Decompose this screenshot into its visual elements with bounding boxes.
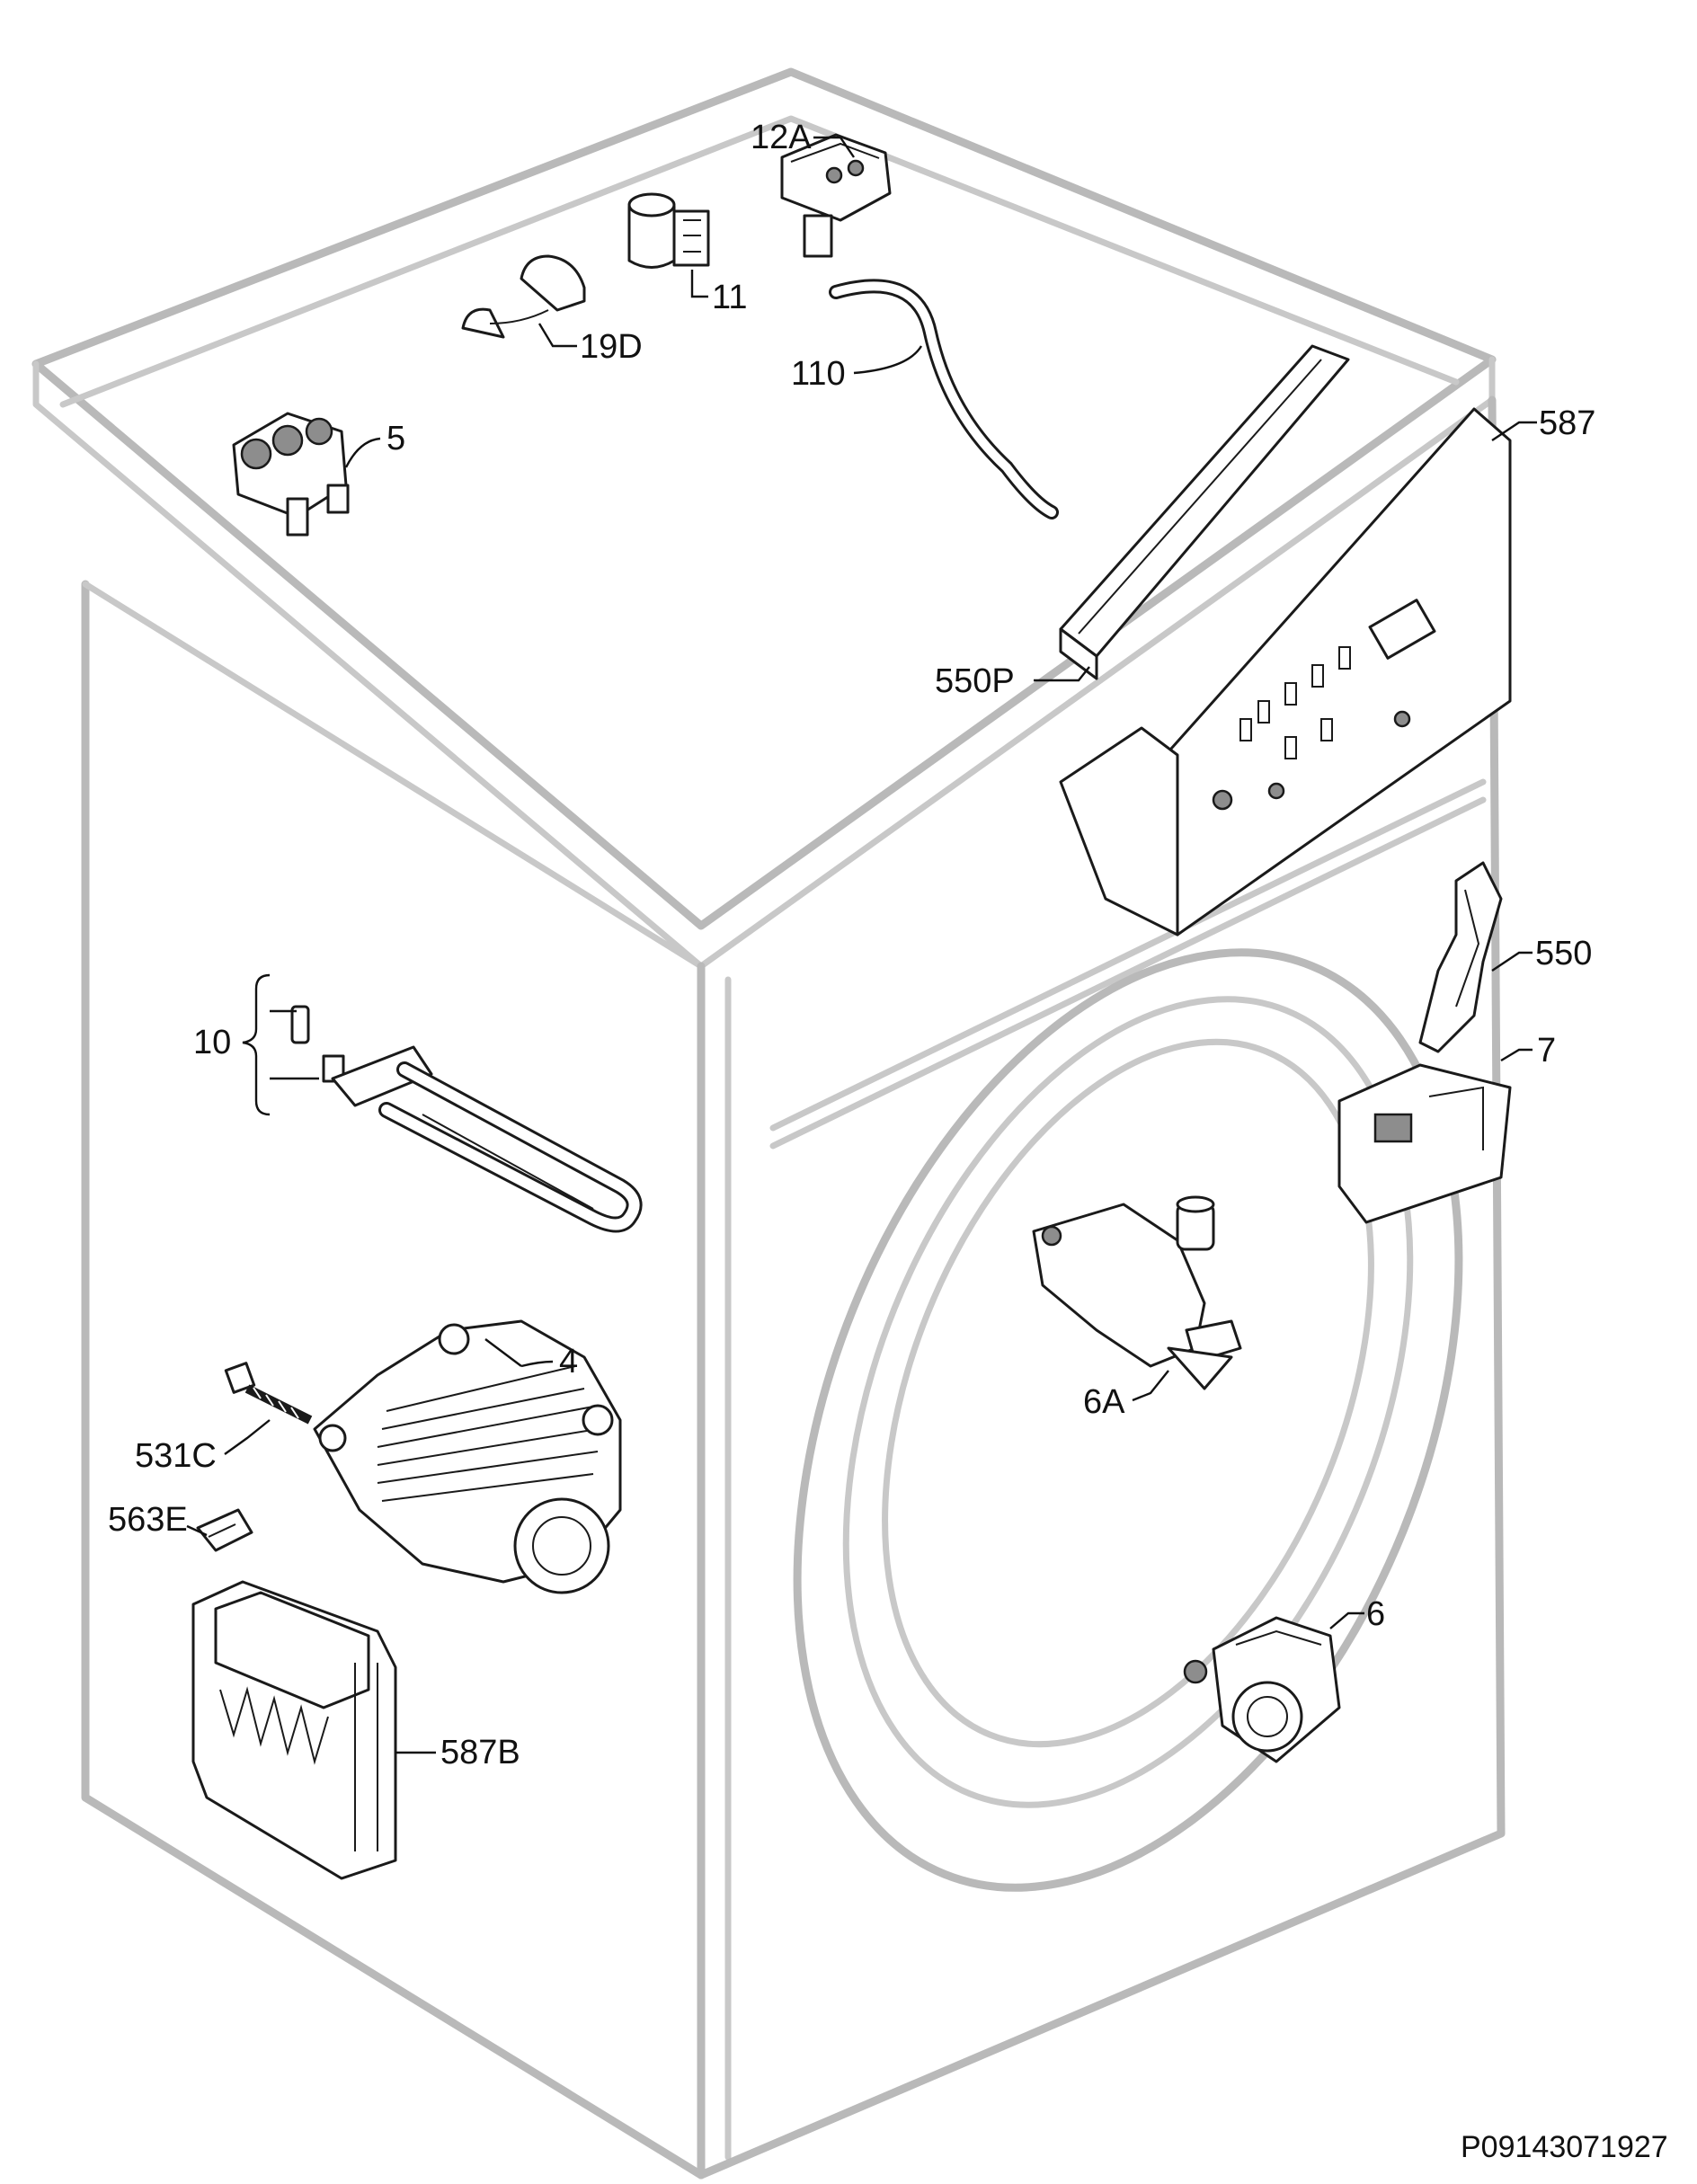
callout-587B: 587B	[440, 1734, 520, 1771]
part-550-door-handle	[1418, 861, 1503, 1053]
callout-587: 587	[1539, 404, 1595, 442]
callout-12A: 12A	[751, 119, 812, 156]
callout-563E: 563E	[108, 1501, 188, 1539]
callout-11: 11	[712, 279, 747, 316]
part-6A-drain-pump	[1032, 1195, 1242, 1390]
callout-110: 110	[791, 355, 846, 393]
document-id: P09143071927	[1461, 2130, 1668, 2164]
callout-7: 7	[1537, 1032, 1556, 1070]
callout-550: 550	[1535, 935, 1592, 972]
callout-19D: 19D	[580, 328, 643, 366]
part-11-capacitor	[627, 192, 710, 269]
callout-531C: 531C	[135, 1437, 217, 1475]
part-587-electronic-board	[1059, 407, 1512, 937]
part-10-heating-element	[290, 1005, 643, 1233]
part-12A-pressure-switch	[780, 133, 892, 258]
part-563E-clip	[196, 1508, 253, 1552]
part-110-hose	[829, 279, 1059, 519]
leader-lines	[186, 136, 1537, 1754]
callout-10: 10	[193, 1024, 231, 1061]
part-4-motor	[313, 1319, 622, 1594]
cabinet-outline	[31, 67, 1506, 2180]
part-19D-suppressor	[461, 254, 586, 339]
part-550P-panel	[1059, 344, 1350, 680]
part-6-pump	[1183, 1616, 1341, 1763]
part-587B-module	[191, 1580, 397, 1880]
callout-4: 4	[559, 1343, 578, 1381]
callout-5: 5	[386, 420, 405, 457]
part-5-inlet-valve	[232, 412, 350, 537]
callout-labels: 12A 11 19D 110 5 587 550P 550 7 10 4 531…	[108, 119, 1595, 1771]
callout-6: 6	[1366, 1595, 1385, 1633]
callout-6A: 6A	[1083, 1383, 1125, 1421]
part-531C-screw	[224, 1362, 313, 1425]
callout-550P: 550P	[935, 662, 1015, 700]
part-7-door-lock	[1337, 1063, 1512, 1224]
